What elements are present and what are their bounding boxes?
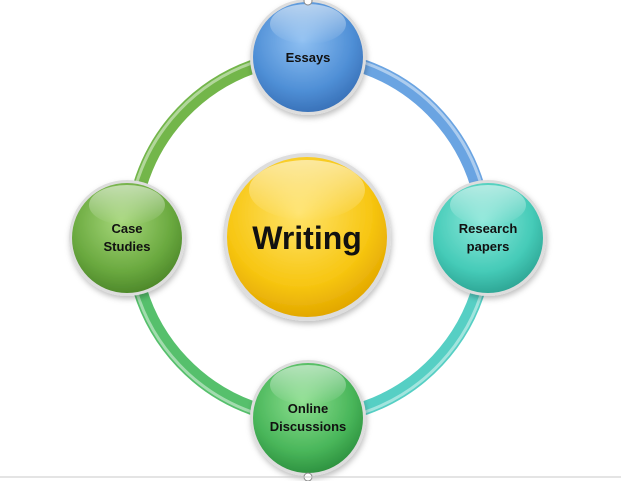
ring-segment-case-essays [133,60,259,192]
node-online-discussions-label-line1: Online [288,401,328,416]
node-research-papers-label-line1: Research [459,221,518,236]
node-research-papers [430,180,546,296]
node-case-studies-label-line1: Case [111,221,142,236]
node-online-discussions [250,360,366,476]
node-essays [250,0,366,115]
node-case-studies [69,180,185,296]
ring-segment-online-case [133,283,259,415]
node-research-papers-label-line2: papers [467,239,510,254]
node-case-studies-label-line2: Studies [104,239,151,254]
selection-handle-top[interactable] [303,0,313,6]
ring [133,60,487,415]
node-online-discussions-label-line2: Discussions [270,419,347,434]
node-essays-label: Essays [286,50,331,65]
ring-segment-essays-research [358,60,487,202]
ring-segment-research-online [358,278,487,415]
center-node-writing [223,153,391,321]
center-label: Writing [252,220,362,256]
